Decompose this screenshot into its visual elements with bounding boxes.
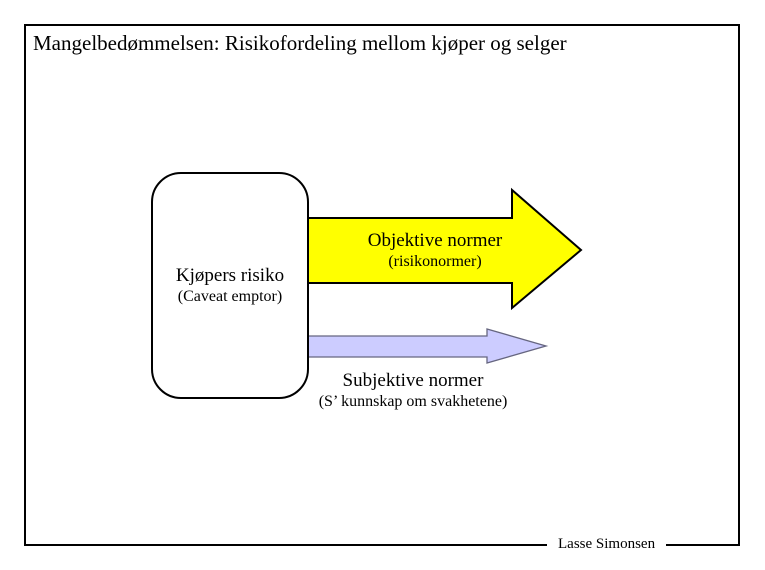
buyer-risk-box: Kjøpers risiko (Caveat emptor) xyxy=(151,172,309,399)
objective-norms-sublabel: (risikonormer) xyxy=(388,253,482,270)
slide-border-frame xyxy=(24,24,740,546)
subjective-norms-label: Subjektive normer xyxy=(342,370,484,391)
objective-norms-labels: Objektive normer (risikonormer) xyxy=(310,229,560,272)
subjective-norms-labels: Subjektive normer (S’ kunnskap om svakhe… xyxy=(288,369,538,412)
slide-title: Mangelbedømmelsen: Risikofordeling mello… xyxy=(33,31,567,55)
buyer-risk-label: Kjøpers risiko xyxy=(175,265,285,286)
objective-norms-label: Objektive normer xyxy=(367,230,503,251)
subjective-norms-sublabel: (S’ kunnskap om svakhetene) xyxy=(318,393,508,410)
buyer-risk-sublabel: (Caveat emptor) xyxy=(177,288,283,305)
footer-author-credit: Lasse Simonsen xyxy=(547,534,667,555)
